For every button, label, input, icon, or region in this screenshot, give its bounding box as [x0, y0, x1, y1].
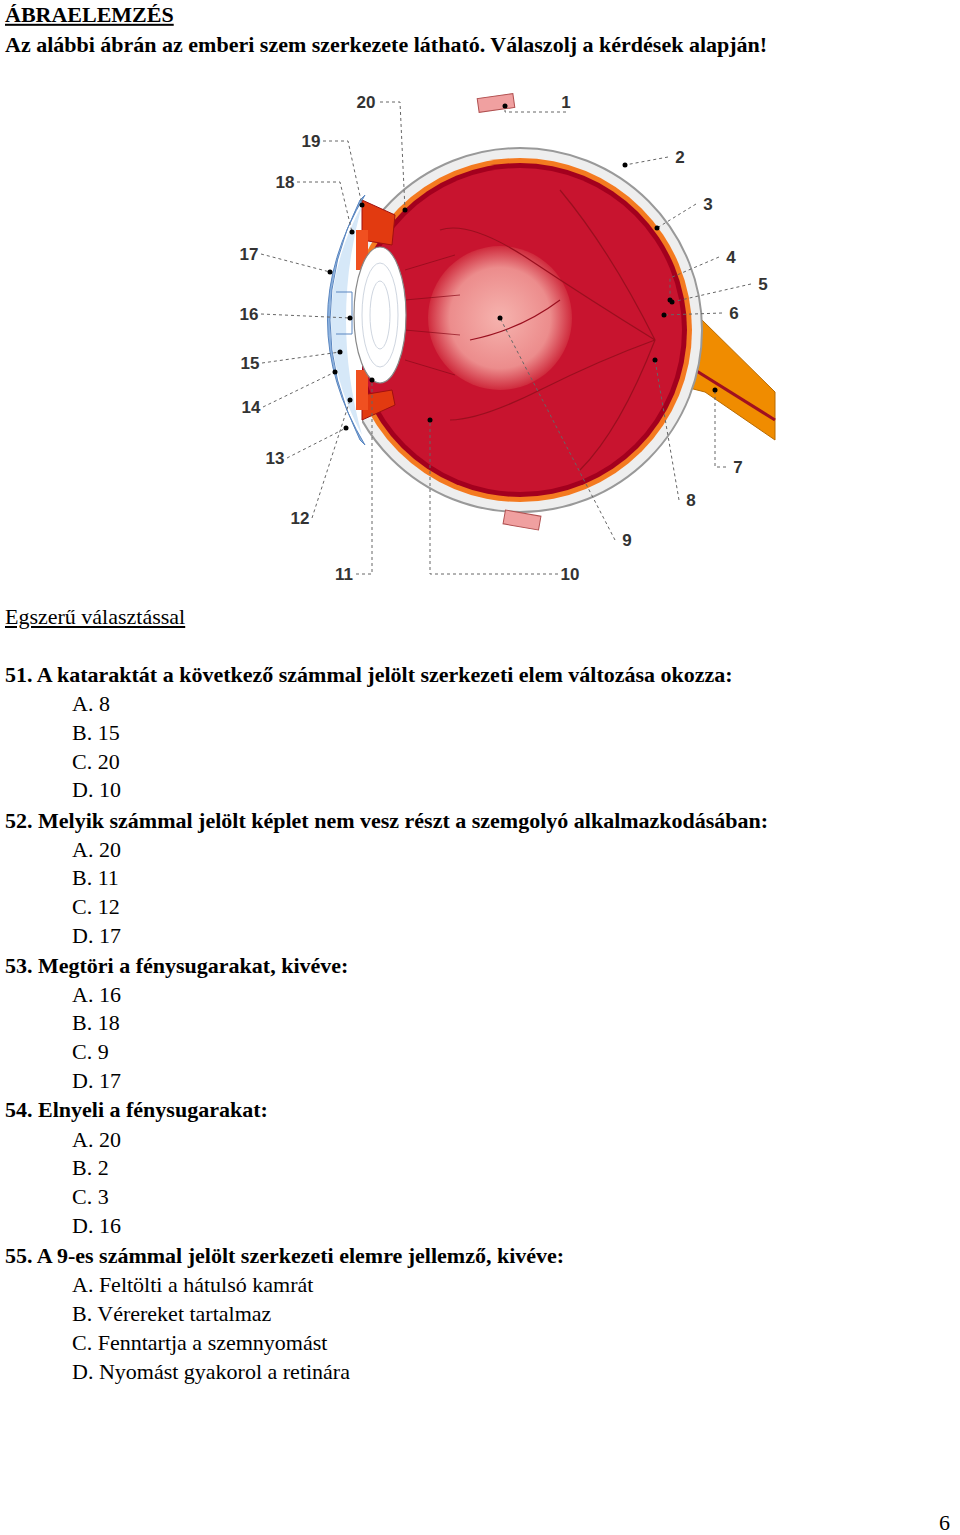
answer-option: C. Fenntartja a szemnyomást [72, 1330, 327, 1356]
callout-number: 11 [335, 566, 353, 583]
answer-option: D. 16 [72, 1213, 121, 1239]
callout-number: 16 [240, 306, 259, 323]
answer-option: B. 2 [72, 1155, 109, 1181]
question-text: 52. Melyik számmal jelölt képlet nem ves… [5, 808, 768, 834]
callout-number: 15 [241, 355, 260, 372]
callout-number: 19 [302, 133, 321, 150]
answer-option: A. 20 [72, 1127, 121, 1153]
callout-number: 6 [729, 305, 738, 322]
answer-option: D. Nyomást gyakorol a retinára [72, 1359, 350, 1385]
callout-number: 3 [703, 196, 712, 213]
answer-option: A. 20 [72, 837, 121, 863]
answer-option: B. 15 [72, 720, 120, 746]
answer-option: D. 17 [72, 923, 121, 949]
answer-option: A. 16 [72, 982, 121, 1008]
answer-option: B. 18 [72, 1010, 120, 1036]
callout-number: 7 [733, 459, 742, 476]
page-number: 6 [939, 1510, 950, 1535]
callout-number: 18 [276, 174, 295, 191]
callout-number: 8 [686, 492, 695, 509]
answer-option: C. 3 [72, 1184, 109, 1210]
answer-option: C. 20 [72, 749, 120, 775]
answer-option: D. 10 [72, 777, 121, 803]
question-text: 51. A kataraktát a következő számmal jel… [5, 662, 733, 688]
question-text: 54. Elnyeli a fénysugarakat: [5, 1097, 268, 1123]
answer-option: C. 12 [72, 894, 120, 920]
answer-option: B. 11 [72, 865, 119, 891]
answer-option: B. Vérereket tartalmaz [72, 1301, 271, 1327]
page-heading: ÁBRAELEMZÉS [5, 2, 174, 28]
callout-number: 4 [726, 249, 735, 266]
question-text: 55. A 9-es számmal jelölt szerkezeti ele… [5, 1243, 564, 1269]
callout-number: 2 [675, 149, 684, 166]
callout-number: 13 [266, 450, 285, 467]
callout-number: 17 [240, 246, 259, 263]
answer-option: D. 17 [72, 1068, 121, 1094]
callout-number: 5 [758, 276, 767, 293]
intro-text: Az alábbi ábrán az emberi szem szerkezet… [5, 32, 767, 58]
callout-number: 20 [357, 94, 376, 111]
answer-option: C. 9 [72, 1039, 109, 1065]
section-heading: Egszerű választással [5, 604, 185, 630]
callout-number: 12 [291, 510, 310, 527]
answer-option: A. 8 [72, 691, 110, 717]
callout-number: 14 [242, 399, 261, 416]
callout-number: 10 [561, 566, 580, 583]
callout-number: 1 [561, 94, 570, 111]
answer-option: A. Feltölti a hátulsó kamrát [72, 1272, 313, 1298]
question-text: 53. Megtöri a fénysugarakat, kivéve: [5, 953, 348, 979]
callout-number: 9 [622, 532, 631, 549]
